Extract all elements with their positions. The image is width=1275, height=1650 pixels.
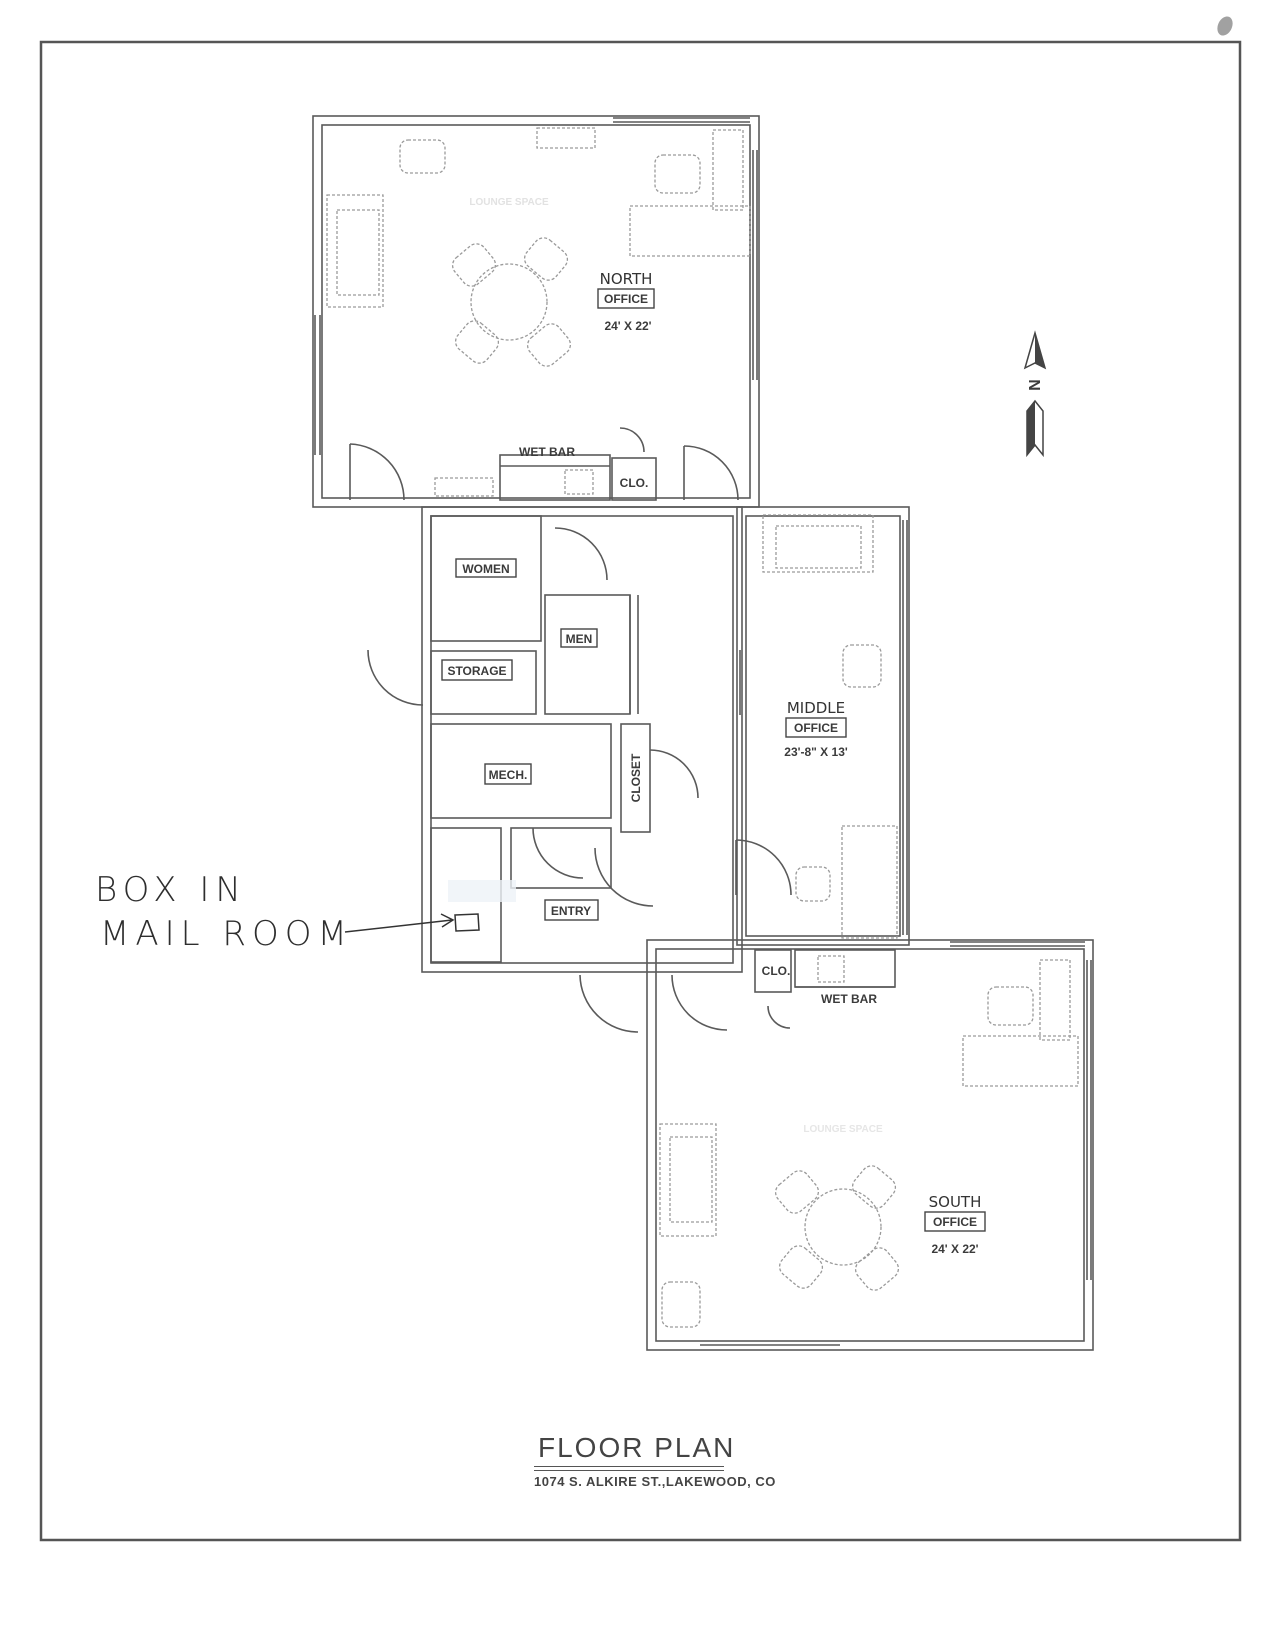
compass-label: N (1025, 379, 1042, 391)
north-office-label: OFFICE (604, 292, 648, 306)
women-label: WOMEN (462, 562, 509, 576)
title-underline (534, 1466, 724, 1471)
mail-room-box-marker (344, 913, 480, 933)
entry-label: ENTRY (551, 904, 591, 918)
sheet-border (39, 40, 1242, 1542)
middle-office-label: OFFICE (794, 721, 838, 735)
middle-office-walls (736, 506, 910, 946)
south-wet-bar (754, 949, 896, 993)
handwritten-note-line-2: MAIL ROOM (100, 914, 353, 954)
south-clo-label: CLO. (762, 964, 791, 978)
north-faint-label: LOUNGE SPACE (469, 197, 549, 208)
south-office-name: SOUTH (929, 1193, 982, 1211)
south-office-label: OFFICE (933, 1215, 977, 1229)
plan-address: 1074 S. ALKIRE ST.,LAKEWOOD, CO (534, 1474, 776, 1489)
mech-label: MECH. (489, 768, 528, 782)
north-wet-bar (499, 454, 657, 501)
north-arrow-icon: N (1023, 330, 1047, 458)
north-office-dimensions: 24' X 22' (604, 319, 651, 333)
middle-office-name: MIDDLE (787, 699, 845, 717)
north-clo-label: CLO. (620, 476, 649, 490)
south-faint-label: LOUNGE SPACE (803, 1124, 883, 1135)
south-office-walls (646, 939, 1094, 1351)
south-office-dimensions: 24' X 22' (931, 1242, 978, 1256)
plan-title: FLOOR PLAN (538, 1432, 736, 1463)
north-wet-bar-label: WET BAR (519, 445, 575, 459)
closet-label: CLOSET (629, 753, 643, 802)
middle-office-dimensions: 23'-8" X 13' (784, 745, 848, 759)
south-wet-bar-label: WET BAR (821, 992, 877, 1006)
north-office-name: NORTH (600, 270, 653, 288)
handwritten-note-line-1: BOX IN (95, 870, 247, 910)
men-label: MEN (566, 632, 593, 646)
storage-label: STORAGE (447, 664, 506, 678)
core-walls (421, 506, 743, 973)
furniture (326, 127, 1079, 1328)
